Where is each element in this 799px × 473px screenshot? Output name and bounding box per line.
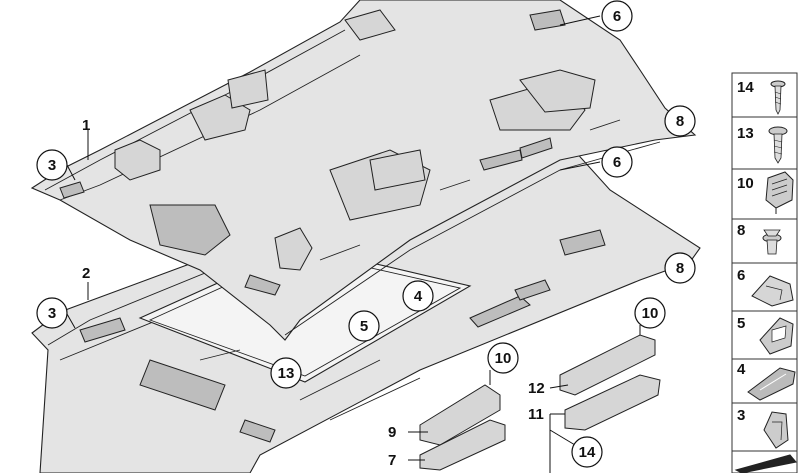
callout-10-right: 10	[634, 297, 666, 329]
svg-text:14: 14	[579, 444, 596, 461]
svg-text:12: 12	[528, 380, 545, 397]
callout-3-lower: 3	[36, 297, 68, 329]
leader-lines	[66, 15, 671, 473]
legend-item-14: 14	[731, 72, 798, 118]
callout-6-lower: 6	[601, 146, 633, 178]
grab-handle-rear-left	[419, 384, 501, 446]
holder-clip-icon	[751, 275, 794, 307]
svg-text:3: 3	[48, 157, 56, 174]
callout-11: 11	[528, 406, 544, 423]
callout-5: 5	[348, 310, 380, 342]
grab-handle-front-right	[564, 374, 661, 431]
svg-text:4: 4	[737, 361, 746, 378]
adhesive-pad-icon	[747, 367, 796, 401]
legend-item-10: 10	[731, 168, 798, 220]
svg-text:7: 7	[388, 452, 396, 469]
callout-8-upper: 8	[664, 105, 696, 137]
svg-text:13: 13	[737, 125, 754, 142]
legend-item-13: 13	[731, 116, 798, 170]
svg-text:8: 8	[676, 113, 684, 130]
wedge-pad-icon	[734, 454, 797, 473]
grab-handle-front-left	[419, 419, 506, 471]
expanding-rivet-icon	[762, 229, 782, 255]
mounting-bracket-icon	[759, 317, 794, 355]
svg-text:10: 10	[495, 350, 512, 367]
callout-7: 7	[388, 452, 396, 469]
svg-text:6: 6	[613, 8, 621, 25]
callout-13: 13	[270, 357, 302, 389]
svg-text:3: 3	[48, 305, 56, 322]
callout-14: 14	[571, 436, 603, 468]
spring-clip-icon	[763, 411, 789, 449]
legend-item-4: 4	[731, 358, 798, 404]
clip-bracket-icon	[765, 171, 794, 214]
svg-text:6: 6	[737, 267, 745, 284]
svg-text:5: 5	[360, 318, 368, 335]
legend-column: 14 13 10	[731, 72, 798, 473]
svg-text:9: 9	[388, 424, 396, 441]
callout-8-lower: 8	[664, 252, 696, 284]
svg-text:5: 5	[737, 315, 745, 332]
callout-12: 12	[528, 380, 545, 397]
svg-text:4: 4	[414, 288, 423, 305]
legend-item-6: 6	[731, 262, 798, 312]
svg-text:3: 3	[737, 407, 745, 424]
svg-text:2: 2	[82, 265, 90, 282]
callout-6-upper: 6	[601, 0, 633, 32]
legend-item-8: 8	[731, 218, 798, 264]
svg-text:10: 10	[642, 305, 659, 322]
callout-9: 9	[388, 424, 396, 441]
svg-text:1: 1	[82, 117, 90, 134]
svg-text:14: 14	[737, 79, 754, 96]
legend-item-3: 3	[731, 402, 798, 452]
headliner-upper	[30, 0, 697, 341]
callout-2: 2	[82, 265, 90, 282]
svg-text:10: 10	[737, 175, 754, 192]
svg-text:6: 6	[613, 154, 621, 171]
screw-short-icon	[768, 126, 788, 164]
callout-4: 4	[402, 280, 434, 312]
svg-text:11: 11	[528, 406, 544, 423]
callout-3-upper: 3	[36, 149, 68, 181]
callout-10-left: 10	[487, 342, 519, 374]
svg-text:8: 8	[676, 260, 684, 277]
screw-long-icon	[770, 80, 786, 115]
svg-text:13: 13	[278, 365, 295, 382]
legend-item-wedge	[731, 450, 798, 473]
legend-item-5: 5	[731, 310, 798, 360]
svg-text:8: 8	[737, 222, 745, 239]
callout-1: 1	[82, 117, 90, 134]
